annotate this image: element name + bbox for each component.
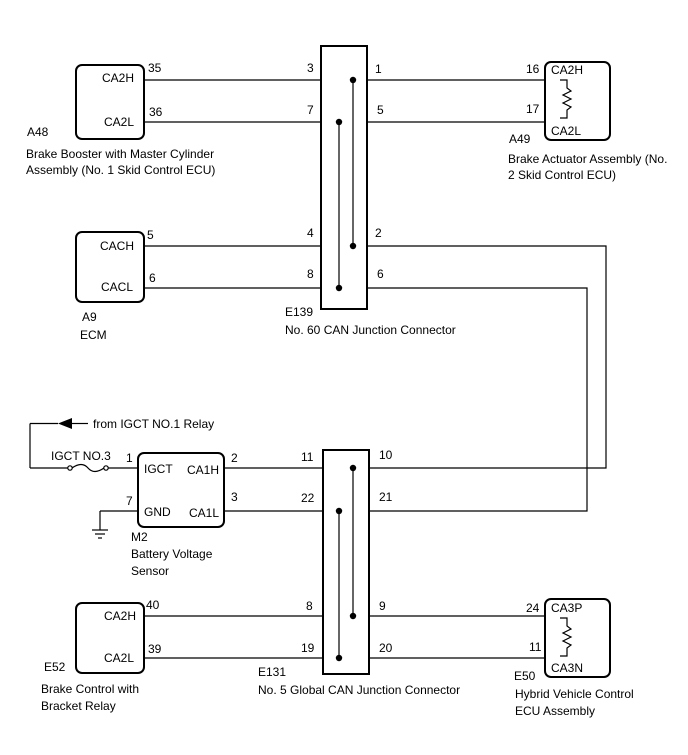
e131-left-pin: 22 [301, 491, 315, 505]
a9-pin-num-5: 5 [147, 228, 154, 242]
a48-desc-line1: Brake Booster with Master Cylinder [26, 147, 214, 161]
a48-code: A48 [27, 125, 49, 139]
m2-pin-ca1h: CA1H [187, 463, 219, 477]
a49-pin-ca2l: CA2L [551, 124, 581, 138]
a49-terminating-resistor [560, 79, 573, 119]
e52-pin-ca2h: CA2H [104, 609, 136, 623]
e139-name: No. 60 CAN Junction Connector [285, 323, 456, 337]
e52-pin-ca2l: CA2L [104, 651, 134, 665]
e139-junction-dot [349, 242, 357, 250]
e131-left-pin: 8 [306, 599, 313, 613]
m2-pin-num-3: 3 [231, 490, 238, 504]
a9-code: A9 [82, 310, 97, 324]
a49-pin-num-17: 17 [526, 102, 540, 116]
m2-pin-gnd: GND [144, 505, 171, 519]
e131-name: No. 5 Global CAN Junction Connector [258, 683, 460, 697]
connector-e139: 3 7 4 8 1 5 2 6 E139 No. 60 CAN Junction… [285, 45, 456, 337]
wires [144, 79, 607, 659]
component-e52: CA2H CA2L 40 39 E52 Brake Control with B… [41, 598, 162, 713]
e139-junction-dot [349, 76, 357, 84]
component-m2: IGCT CA1H GND CA1L 1 2 7 3 M2 Battery Vo… [92, 451, 238, 578]
e52-desc-line1: Brake Control with [41, 682, 139, 696]
a9-pin-cacl: CACL [101, 280, 133, 294]
ground-icon [92, 529, 108, 539]
e52-code: E52 [44, 660, 66, 674]
e131-code: E131 [258, 665, 286, 679]
m2-pin-ca1l: CA1L [189, 506, 219, 520]
fuse-icon [67, 465, 73, 471]
power-feed: from IGCT NO.1 Relay IGCT NO.3 [29, 417, 214, 473]
e139-right-pin: 5 [377, 103, 384, 117]
connector-e131: 11 22 8 19 10 21 9 20 E131 No. 5 Global … [258, 448, 460, 697]
component-a9: CACH CACL 5 6 A9 ECM [75, 228, 156, 342]
e50-terminating-resistor [560, 617, 573, 657]
e52-pin-num-39: 39 [148, 642, 162, 656]
e131-left-pin: 11 [301, 450, 314, 464]
a49-pin-ca2h: CA2H [551, 63, 583, 77]
e50-pin-ca3p: CA3P [551, 601, 582, 615]
e131-left-pin: 19 [301, 641, 315, 655]
fuse-label: IGCT NO.3 [51, 449, 111, 463]
a48-pin-ca2l: CA2L [104, 115, 134, 129]
e50-code: E50 [514, 669, 536, 683]
e50-pin-num-24: 24 [526, 601, 540, 615]
e139-junction-dot [335, 118, 343, 126]
a48-pin-num-36: 36 [149, 105, 163, 119]
component-a49: CA2H CA2L 16 17 A49 Brake Actuator Assem… [508, 61, 667, 182]
e139-left-pin: 4 [307, 226, 314, 240]
power-source-arrow-icon [58, 418, 72, 429]
e131-right-pin: 21 [379, 490, 393, 504]
m2-pin-num-7: 7 [126, 494, 133, 508]
m2-pin-igct: IGCT [144, 462, 173, 476]
a49-code: A49 [509, 132, 531, 146]
e139-right-pin: 2 [375, 226, 382, 240]
e131-junction-dot [335, 507, 343, 515]
m2-desc-line1: Battery Voltage [131, 547, 213, 561]
e139-right-pin: 6 [377, 267, 384, 281]
e139-left-pin: 8 [307, 267, 314, 281]
a49-desc-line2: 2 Skid Control ECU) [508, 168, 616, 182]
e139-right-pin: 1 [375, 62, 382, 76]
a9-pin-num-6: 6 [149, 271, 156, 285]
a48-pin-num-35: 35 [148, 61, 162, 75]
e139-code: E139 [285, 305, 313, 319]
m2-code: M2 [131, 530, 148, 544]
e139-left-pin: 3 [307, 61, 314, 75]
e131-right-pin: 10 [379, 448, 393, 462]
a9-desc: ECM [80, 328, 107, 342]
m2-desc-line2: Sensor [131, 564, 169, 578]
a9-pin-cach: CACH [100, 239, 134, 253]
m2-pin-num-2: 2 [231, 451, 238, 465]
e131-junction-dot [335, 654, 343, 662]
e50-desc-line2: ECU Assembly [515, 704, 595, 718]
e131-right-pin: 20 [379, 641, 393, 655]
e50-desc-line1: Hybrid Vehicle Control [515, 687, 634, 701]
a49-desc-line1: Brake Actuator Assembly (No. [508, 152, 667, 166]
e52-pin-num-40: 40 [146, 598, 160, 612]
a48-desc-line2: Assembly (No. 1 Skid Control ECU) [26, 163, 215, 177]
component-e50: CA3P CA3N 24 11 E50 Hybrid Vehicle Contr… [514, 598, 634, 718]
e131-junction-dot [349, 464, 357, 472]
e131-junction-dot [349, 612, 357, 620]
e139-junction-dot [335, 284, 343, 292]
component-a48: CA2H CA2L 35 36 A48 Brake Booster with M… [26, 61, 215, 177]
a48-pin-ca2h: CA2H [102, 71, 134, 85]
a49-pin-num-16: 16 [526, 62, 540, 76]
e52-desc-line2: Bracket Relay [41, 699, 116, 713]
m2-pin-num-1: 1 [126, 451, 133, 465]
e50-pin-ca3n: CA3N [551, 661, 583, 675]
e50-pin-num-11: 11 [529, 640, 542, 654]
e131-right-pin: 9 [379, 599, 386, 613]
power-source-label: from IGCT NO.1 Relay [93, 417, 214, 431]
e139-left-pin: 7 [307, 103, 314, 117]
